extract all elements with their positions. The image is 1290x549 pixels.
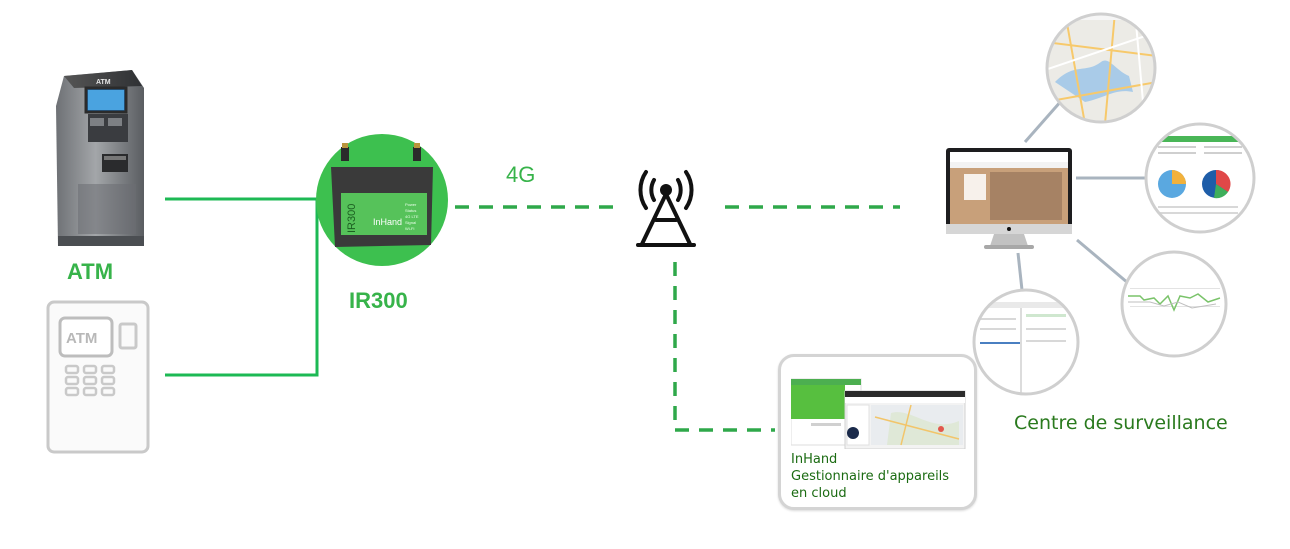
cloud-manager-card: InHand Gestionnaire d'appareils en cloud [778, 354, 977, 510]
monitoring-center-label: Centre de surveillance [1014, 412, 1228, 434]
monitor-image [946, 148, 1072, 249]
router-brand-print: InHand [373, 217, 402, 227]
spoke-chart [1076, 238, 1129, 285]
atm-outline-screen-text: ATM [66, 330, 97, 347]
link-4g-label: 4G [506, 162, 536, 187]
pie-dashboard-thumbnail [1144, 122, 1256, 234]
cloud-manager-line1: InHand [791, 452, 838, 467]
router-badge: IR300 InHand Power Status 4G LTE Signal … [316, 134, 448, 266]
router-led-label-3: Signal [405, 220, 416, 225]
router-model-print: IR300 [346, 204, 358, 233]
cloud-manager-screenshot [791, 378, 966, 449]
map-thumbnail [1045, 12, 1157, 124]
cell-tower-icon [636, 170, 696, 247]
cloud-manager-text: InHand Gestionnaire d'appareils en cloud [791, 451, 949, 502]
atm-link-line [165, 197, 319, 377]
table-thumbnail [972, 288, 1080, 396]
router-led-label-0: Power [405, 202, 417, 207]
chart-thumbnail [1120, 250, 1228, 358]
cloud-manager-line3: en cloud [791, 486, 847, 501]
atm-top-text: ATM [96, 79, 111, 86]
tower-to-cloud-dash [673, 262, 775, 432]
atm-outline-icon: ATM [46, 300, 150, 454]
cloud-manager-line2: Gestionnaire d'appareils [791, 469, 950, 484]
router-label: IR300 [349, 288, 408, 313]
atm-label: ATM [67, 259, 114, 284]
spoke-map [1023, 99, 1064, 143]
spoke-table [1016, 252, 1024, 291]
router-led-label-1: Status [405, 208, 416, 213]
router-led-label-2: 4G LTE [405, 214, 419, 219]
atm-machine-image: ATM [56, 70, 144, 246]
router-led-label-4: Wi-Fi [405, 226, 414, 231]
